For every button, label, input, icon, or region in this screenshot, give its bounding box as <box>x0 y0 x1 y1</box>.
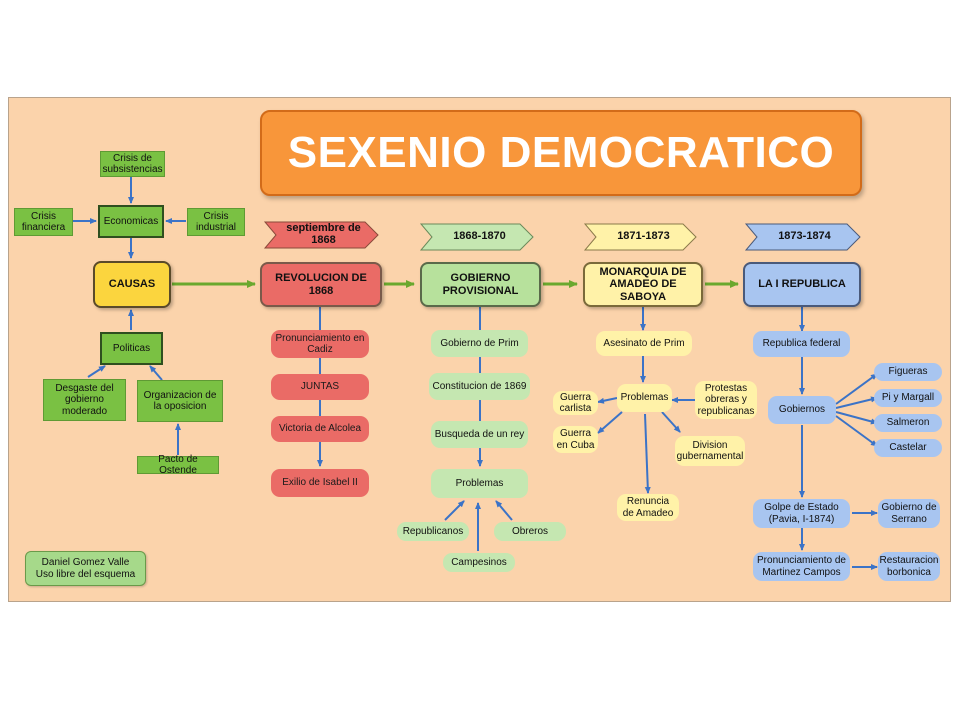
gobiernos-node: Gobiernos <box>768 396 836 424</box>
golpe-estado-node: Golpe de Estado (Pavia, I-1874) <box>753 499 850 528</box>
causas-node: CAUSAS <box>93 261 171 308</box>
exilio-isabel-node: Exilio de Isabel II <box>271 469 369 497</box>
period-label-2: 1868-1870 <box>453 230 506 243</box>
gobierno-prim-node: Gobierno de Prim <box>431 330 528 357</box>
crisis-industrial-node: Crisis industrial <box>187 208 245 236</box>
organizacion-node: Organizacion de la oposicion <box>137 380 223 422</box>
republicanos-node: Republicanos <box>397 522 469 541</box>
pi-margall-node: Pi y Margall <box>874 389 942 407</box>
juntas-node: JUNTAS <box>271 374 369 400</box>
revolucion-1868-node: REVOLUCION DE 1868 <box>260 262 382 307</box>
protestas-node: Protestas obreras y republicanas <box>695 381 757 419</box>
monarquia-amadeo-node: MONARQUIA DE AMADEO DE SABOYA <box>583 262 703 307</box>
page-title: SEXENIO DEMOCRATICO <box>287 128 835 177</box>
gobierno-serrano-node: Gobierno de Serrano <box>878 499 940 528</box>
constitucion-1869-node: Constitucion de 1869 <box>429 373 530 400</box>
period-label-1: septiembre de 1868 <box>286 222 361 246</box>
renuncia-amadeo-node: Renuncia de Amadeo <box>617 494 679 521</box>
pronunciamiento-cadiz-node: Pronunciamiento en Cadiz <box>271 330 369 358</box>
gobierno-provisional-node: GOBIERNO PROVISIONAL <box>420 262 541 307</box>
crisis-subsistencias-node: Crisis de subsistencias <box>100 151 165 177</box>
author-note: Daniel Gomez Valle Uso libre del esquema <box>25 551 146 586</box>
title-banner: SEXENIO DEMOCRATICO <box>260 110 862 196</box>
guerra-cuba-node: Guerra en Cuba <box>553 426 598 453</box>
period-label-3: 1871-1873 <box>617 230 670 243</box>
busqueda-rey-node: Busqueda de un rey <box>431 421 528 448</box>
period-label-4: 1873-1874 <box>778 230 831 243</box>
asesinato-prim-node: Asesinato de Prim <box>596 331 692 356</box>
problemas-monarquia-node: Problemas <box>617 384 672 412</box>
campesinos-node: Campesinos <box>443 553 515 572</box>
figueras-node: Figueras <box>874 363 942 381</box>
division-gubernamental-node: Division gubernamental <box>675 436 745 466</box>
problemas-gobierno-node: Problemas <box>431 469 528 498</box>
pacto-ostende-node: Pacto de Ostende <box>137 454 219 476</box>
restauracion-borbonica-node: Restauracion borbonica <box>878 552 940 581</box>
republica-federal-node: Republica federal <box>753 331 850 357</box>
castelar-node: Castelar <box>874 439 942 457</box>
economicas-node: Economicas <box>98 205 164 238</box>
author-name: Daniel Gomez Valle <box>41 557 130 568</box>
crisis-financiera-node: Crisis financiera <box>14 208 73 236</box>
license-note: Uso libre del esquema <box>35 568 136 580</box>
guerra-carlista-node: Guerra carlista <box>553 391 598 415</box>
desgaste-node: Desgaste del gobierno moderado <box>43 379 126 421</box>
obreros-node: Obreros <box>494 522 566 541</box>
salmeron-node: Salmeron <box>874 414 942 432</box>
politicas-node: Politicas <box>100 332 163 365</box>
pronunciamiento-martinez-campos-node: Pronunciamiento de Martinez Campos <box>753 552 850 581</box>
primera-republica-node: LA I REPUBLICA <box>743 262 861 307</box>
victoria-alcolea-node: Victoria de Alcolea <box>271 416 369 442</box>
